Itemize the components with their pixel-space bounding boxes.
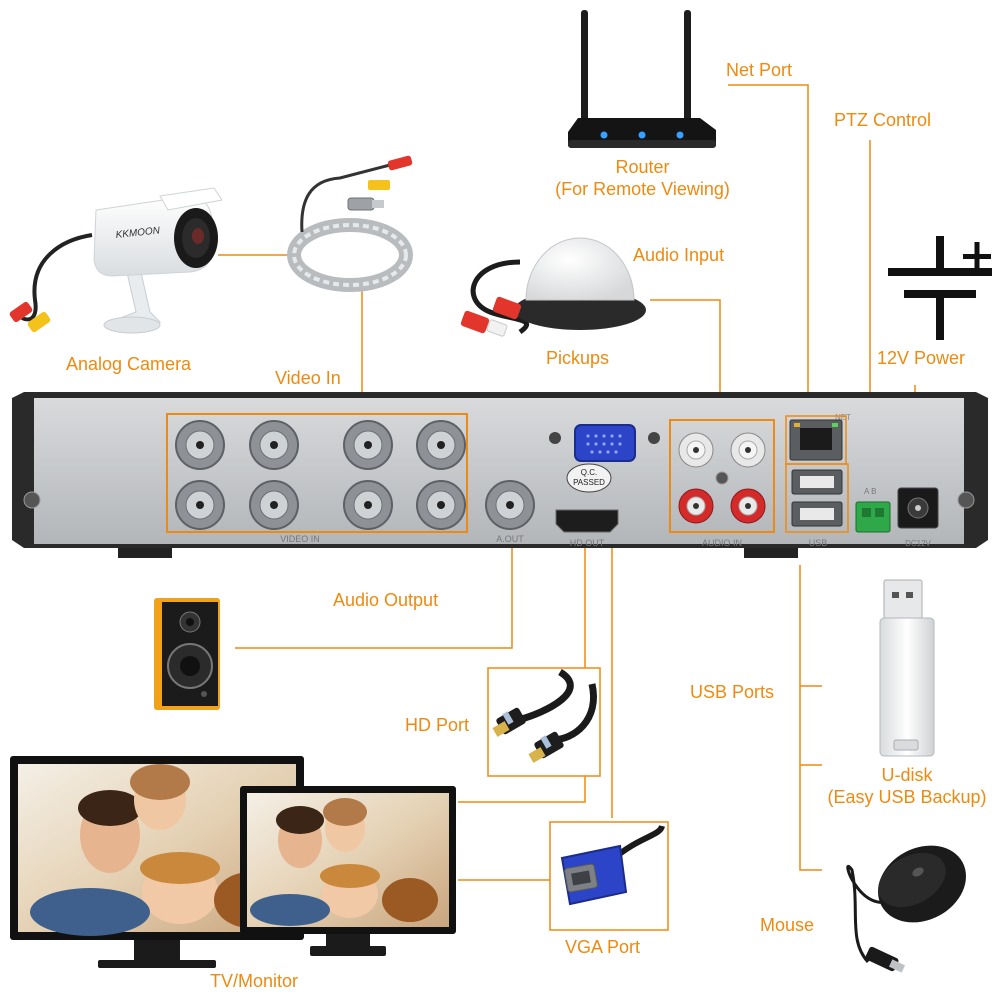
mouse-image: [846, 845, 966, 973]
line-net-port: [728, 84, 809, 420]
speaker-image: [154, 598, 220, 710]
rca-port-icon: [678, 488, 714, 524]
usb-ports: USB: [791, 469, 843, 548]
label-hd-port: HD Port: [405, 715, 470, 735]
hdmi-cable-image: [492, 669, 597, 763]
label-12v-power: 12V Power: [877, 348, 966, 368]
panel-label-ab: A B: [864, 487, 876, 496]
router-led-icon: [600, 131, 608, 139]
label-video-in: Video In: [275, 368, 341, 388]
pickup-microphone-image: [460, 237, 646, 337]
router-led-icon: [676, 131, 684, 139]
power-symbol-icon: [888, 236, 992, 340]
label-tv-monitor: TV/Monitor: [210, 971, 299, 991]
router-image: [568, 10, 716, 148]
svg-text:PASSED: PASSED: [573, 478, 605, 487]
label-pickups: Pickups: [546, 348, 610, 368]
label-u-disk-subtitle: (Easy USB Backup): [827, 787, 987, 807]
panel-label-audio-in: AUDIO IN: [702, 538, 742, 548]
panel-label-net: NET: [835, 413, 851, 422]
bnc-port-icon: [416, 420, 466, 470]
screw-icon: [549, 432, 561, 444]
bnc-port-icon: [343, 420, 393, 470]
vga-cable-image: [560, 824, 665, 906]
ptz-terminal-icon: [855, 501, 891, 533]
label-audio-output: Audio Output: [333, 590, 439, 610]
rca-audio-inputs: AUDIO IN: [678, 432, 766, 548]
qc-passed-badge: Q.C. PASSED: [566, 463, 612, 493]
usb-highlight-box: [785, 463, 849, 533]
screw-icon: [648, 432, 660, 444]
label-u-disk-title: U-disk: [881, 765, 933, 785]
analog-camera-image: KKMOON: [9, 187, 223, 334]
panel-label-a-out: A.OUT: [496, 534, 524, 544]
bnc-port-icon: [249, 420, 299, 470]
panel-label-dc: DC12V: [905, 539, 931, 548]
hdmi-port-icon: [555, 509, 619, 533]
dvr-back-panel: VIDEO IN A.OUT Q.C. PASSED HD OUT: [12, 392, 988, 558]
label-ptz-control: PTZ Control: [834, 110, 932, 130]
audio-out-port-icon: A.OUT: [485, 480, 535, 544]
audio-in-highlight-box: [669, 419, 775, 533]
line-hd-port: [458, 538, 586, 803]
label-mouse: Mouse: [760, 915, 815, 935]
u-disk-image: [879, 579, 935, 757]
panel-label-usb: USB: [809, 538, 828, 548]
tv-monitor-large-image: [10, 756, 304, 968]
label-router-subtitle: (For Remote Viewing): [555, 179, 730, 199]
screw-icon: [23, 491, 41, 509]
video-in-highlight-box: [166, 413, 468, 533]
label-net-port: Net Port: [726, 60, 793, 80]
line-usb-ports: [799, 565, 822, 871]
label-u-disk: U-disk (Easy USB Backup): [816, 764, 998, 808]
screw-icon: [957, 491, 975, 509]
cable-reel-image: [287, 155, 413, 292]
router-led-icon: [638, 131, 646, 139]
bnc-port-icon: [175, 420, 225, 470]
rca-port-icon: [678, 432, 714, 468]
rca-port-icon: [730, 488, 766, 524]
svg-text:Q.C.: Q.C.: [581, 468, 597, 477]
label-router: Router (For Remote Viewing): [540, 156, 745, 200]
bnc-port-icon: [343, 480, 393, 530]
label-audio-input: Audio Input: [633, 245, 725, 265]
label-vga-port: VGA Port: [565, 937, 641, 957]
bnc-video-inputs: VIDEO IN: [175, 420, 466, 544]
rca-port-icon: [730, 432, 766, 468]
panel-label-video-in: VIDEO IN: [280, 534, 320, 544]
tv-monitor-small-image: [240, 786, 456, 956]
panel-label-hd-out: HD OUT: [570, 538, 605, 548]
bnc-port-icon: [249, 480, 299, 530]
label-analog-camera: Analog Camera: [66, 354, 192, 374]
line-audio-input: [650, 299, 721, 420]
bnc-port-icon: [416, 480, 466, 530]
label-router-title: Router: [615, 157, 670, 177]
camera-brand: KKMOON: [115, 225, 161, 241]
line-audio-output: [235, 515, 513, 649]
label-usb-ports: USB Ports: [690, 682, 775, 702]
bnc-port-icon: [175, 480, 225, 530]
